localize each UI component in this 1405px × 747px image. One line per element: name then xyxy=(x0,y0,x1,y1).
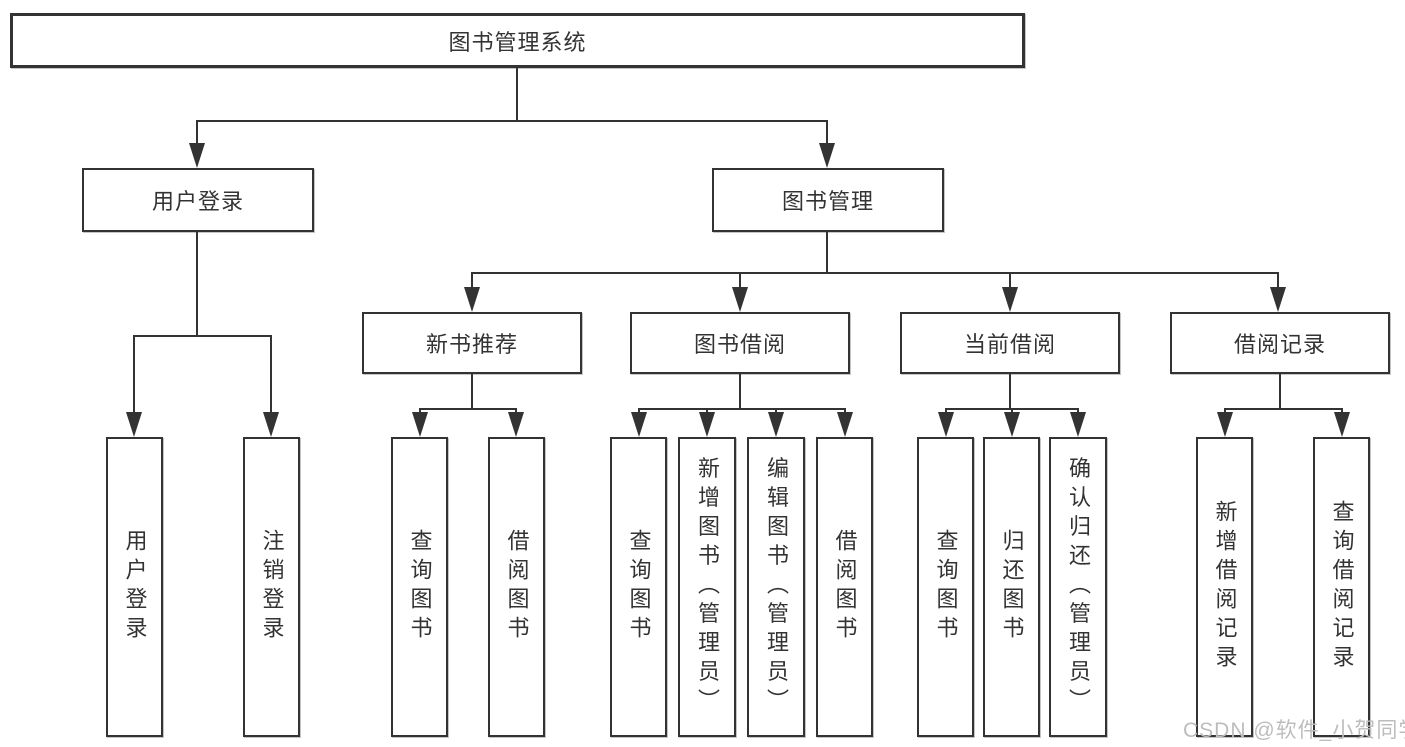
leaf-label: 借阅图书 xyxy=(504,529,530,645)
arrowhead-leaf xyxy=(1004,412,1020,437)
node-book-borrow: 图书借阅 xyxy=(630,312,850,374)
connector-current-borrow-shaft xyxy=(1009,272,1011,288)
node-label: 新书推荐 xyxy=(425,332,518,357)
node-current-borrow: 当前借阅 xyxy=(900,312,1120,374)
leaf-borrow-book-2: 借阅图书 xyxy=(816,437,873,737)
connector-leaf-shaft xyxy=(775,408,777,413)
leaf-query-book-2: 查询图书 xyxy=(610,437,667,737)
leaf-query-book-3: 查询图书 xyxy=(917,437,974,737)
connector-leaf-shaft xyxy=(1341,408,1343,413)
arrowhead-current-borrow xyxy=(1002,287,1018,312)
connector-current-borrow-down xyxy=(1009,374,1011,408)
connector-leaf-shaft xyxy=(270,335,272,413)
leaf-label: 查询图书 xyxy=(407,529,433,645)
connector-leaf-shaft xyxy=(133,335,135,413)
connector-leaf-shaft xyxy=(945,408,947,413)
node-borrow-record: 借阅记录 xyxy=(1170,312,1390,374)
arrowhead-user-login xyxy=(189,143,205,168)
leaf-label: 编辑图书（管理员） xyxy=(764,456,789,718)
arrowhead-leaf xyxy=(263,412,279,437)
arrowhead-leaf xyxy=(1070,412,1086,437)
leaf-query-book-1: 查询图书 xyxy=(391,437,448,737)
connector-root-stub xyxy=(516,68,518,120)
connector-user-login-shaft xyxy=(196,120,198,144)
arrowhead-leaf xyxy=(126,412,142,437)
connector-book-borrow-down xyxy=(739,374,741,408)
node-user-login: 用户登录 xyxy=(82,168,314,232)
leaf-label: 新增借阅记录 xyxy=(1212,500,1238,674)
arrowhead-borrow-record xyxy=(1270,287,1286,312)
node-label: 图书管理系统 xyxy=(448,29,587,55)
leaf-query-borrow-record: 查询借阅记录 xyxy=(1313,437,1370,737)
leaf-label: 借阅图书 xyxy=(832,529,858,645)
node-label: 图书管理 xyxy=(781,189,874,214)
leaf-label: 归还图书 xyxy=(999,529,1025,645)
node-new-book-recommend: 新书推荐 xyxy=(362,312,582,374)
arrowhead-leaf xyxy=(412,412,428,437)
leaf-label: 用户登录 xyxy=(122,529,148,645)
leaf-label: 查询图书 xyxy=(626,529,652,645)
leaf-return-book: 归还图书 xyxy=(983,437,1040,737)
connector-leaf-shaft xyxy=(1224,408,1226,413)
arrowhead-leaf xyxy=(768,412,784,437)
leaf-label: 新增图书（管理员） xyxy=(695,456,720,718)
leaf-edit-book-admin: 编辑图书（管理员） xyxy=(747,437,805,737)
arrowhead-leaf xyxy=(837,412,853,437)
connector-leaf-shaft xyxy=(515,408,517,413)
arrowhead-book-borrow xyxy=(732,287,748,312)
connector-borrow-record-hline xyxy=(1224,408,1343,410)
node-label: 图书借阅 xyxy=(693,332,786,357)
connector-new-book-shaft xyxy=(471,272,473,288)
node-label: 用户登录 xyxy=(151,189,244,214)
connector-borrow-record-shaft xyxy=(1277,272,1279,288)
leaf-label: 查询借阅记录 xyxy=(1329,500,1355,674)
connector-leaf-shaft xyxy=(1011,408,1013,413)
connector-user-login-hline xyxy=(133,335,272,337)
leaf-borrow-book-1: 借阅图书 xyxy=(488,437,545,737)
connector-borrow-record-down xyxy=(1279,374,1281,408)
connector-leaf-shaft xyxy=(1077,408,1079,413)
connector-book-borrow-hline xyxy=(638,408,846,410)
arrowhead-book-mgmt xyxy=(819,143,835,168)
connector-level2-hline xyxy=(196,120,828,122)
connector-book-mgmt-shaft xyxy=(826,120,828,144)
leaf-add-borrow-record: 新增借阅记录 xyxy=(1196,437,1253,737)
connector-user-login-down xyxy=(196,232,198,335)
node-library-system: 图书管理系统 xyxy=(10,13,1025,68)
connector-new-book-hline xyxy=(419,408,517,410)
connector-leaf-shaft xyxy=(638,408,640,413)
leaf-user-login: 用户登录 xyxy=(106,437,163,737)
arrowhead-new-book xyxy=(464,287,480,312)
connector-book-mgmt-down xyxy=(826,232,828,272)
leaf-label: 查询图书 xyxy=(933,529,959,645)
node-label: 当前借阅 xyxy=(963,332,1056,357)
leaf-label: 确认归还（管理员） xyxy=(1066,456,1091,718)
node-book-management: 图书管理 xyxy=(712,168,944,232)
leaf-label: 注销登录 xyxy=(259,529,285,645)
connector-level3-hline xyxy=(471,272,1279,274)
arrowhead-leaf xyxy=(508,412,524,437)
connector-book-borrow-shaft xyxy=(739,272,741,288)
connector-leaf-shaft xyxy=(844,408,846,413)
arrowhead-leaf xyxy=(1217,412,1233,437)
connector-new-book-down xyxy=(471,374,473,408)
leaf-confirm-return-admin: 确认归还（管理员） xyxy=(1049,437,1107,737)
connector-leaf-shaft xyxy=(419,408,421,413)
leaf-add-book-admin: 新增图书（管理员） xyxy=(678,437,736,737)
arrowhead-leaf xyxy=(631,412,647,437)
arrowhead-leaf xyxy=(699,412,715,437)
node-label: 借阅记录 xyxy=(1233,332,1326,357)
csdn-watermark: CSDN @软件_小贺同学 xyxy=(1183,719,1405,742)
connector-leaf-shaft xyxy=(706,408,708,413)
arrowhead-leaf xyxy=(938,412,954,437)
leaf-logout: 注销登录 xyxy=(243,437,300,737)
arrowhead-leaf xyxy=(1334,412,1350,437)
